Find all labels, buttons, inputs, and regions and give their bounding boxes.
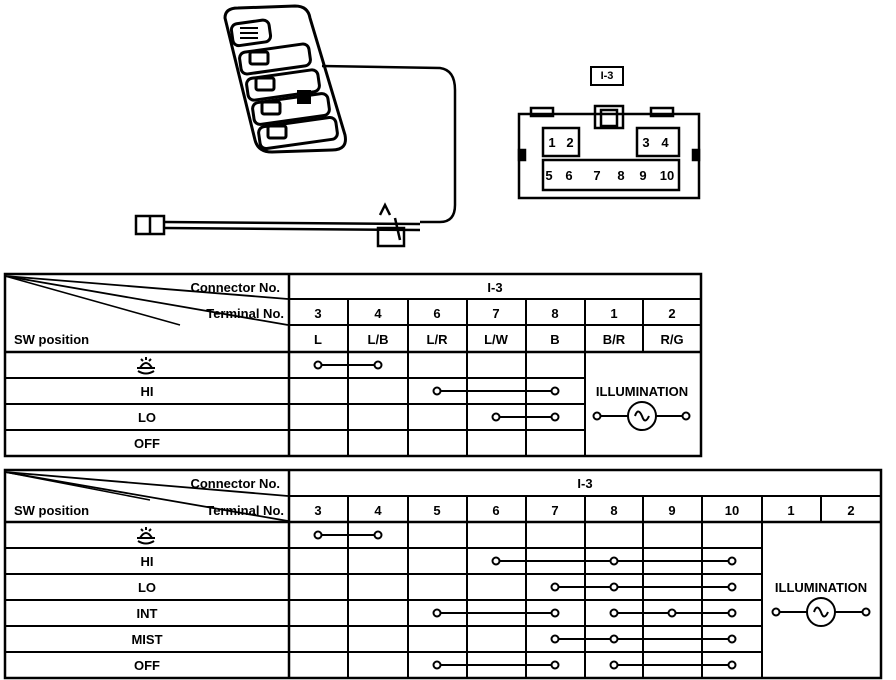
contact-point: [432, 660, 442, 670]
contact-point: [550, 660, 560, 670]
contact-point: [727, 660, 737, 670]
terminal-header: 2: [847, 503, 854, 518]
row-label-mist: MIST: [131, 632, 162, 647]
pin-4: 4: [661, 135, 669, 150]
illumination-label: ILLUMINATION: [596, 384, 688, 399]
switch-table-2: Connector No. Terminal No. SW position I…: [3, 468, 883, 680]
terminal-header: 10: [725, 503, 739, 518]
switch-illustration: [134, 4, 457, 248]
washer-icon: [137, 357, 155, 375]
connector-pins: 1 2 3 4 5 6 7 8 9 10: [545, 135, 674, 183]
wire-color: R/G: [660, 332, 683, 347]
row-label-hi: HI: [141, 384, 154, 399]
contact-point: [550, 412, 560, 422]
contact-point: [609, 582, 619, 592]
wire-color: B: [550, 332, 559, 347]
terminal-header: 4: [374, 503, 382, 518]
contact-point: [727, 582, 737, 592]
wire-color: L/B: [368, 332, 389, 347]
switch-table-1: Connector No. Terminal No. SW position I…: [3, 272, 703, 458]
wire-color: L: [314, 332, 322, 347]
sw-position-label: SW position: [14, 332, 89, 347]
pin-10: 10: [660, 168, 674, 183]
terminal-header: 1: [787, 503, 794, 518]
contact-point: [432, 608, 442, 618]
terminal-header: 5: [433, 503, 440, 518]
contact-point: [550, 634, 560, 644]
contact-point: [609, 608, 619, 618]
contact-point: [550, 582, 560, 592]
wire-color: L/R: [427, 332, 449, 347]
terminal-header: 1: [610, 306, 617, 321]
contact-point: [432, 386, 442, 396]
contact-point: [550, 386, 560, 396]
terminal-no-label: Terminal No.: [206, 306, 284, 321]
row-label-off: OFF: [134, 436, 160, 451]
connector-no-label: Connector No.: [190, 476, 280, 491]
terminal-no-label: Terminal No.: [206, 503, 284, 518]
connector-label-box: I-3: [590, 66, 624, 86]
contact-point: [727, 556, 737, 566]
contact-point: [727, 634, 737, 644]
terminal-header: 6: [433, 306, 440, 321]
pin-1: 1: [548, 135, 555, 150]
contact-point: [373, 360, 383, 370]
contact-point: [609, 556, 619, 566]
pin-2: 2: [566, 135, 573, 150]
terminal-header: 8: [551, 306, 558, 321]
sw-position-label: SW position: [14, 503, 89, 518]
wiring-harness: [134, 64, 457, 248]
terminal-header: 8: [610, 503, 617, 518]
pin-5: 5: [545, 168, 552, 183]
connector-value: I-3: [487, 280, 502, 295]
washer-icon: [137, 527, 155, 545]
terminal-header: 7: [551, 503, 558, 518]
terminal-header: 9: [668, 503, 675, 518]
indicator-dot: [297, 90, 311, 104]
contact-point: [550, 608, 560, 618]
pin-3: 3: [642, 135, 649, 150]
connector-value: I-3: [577, 476, 592, 491]
contact-point: [667, 608, 677, 618]
row-label-hi: HI: [141, 554, 154, 569]
contact-point: [609, 660, 619, 670]
connector-label: I-3: [600, 70, 614, 82]
contact-point: [727, 608, 737, 618]
combination-switch: [223, 4, 347, 154]
contact-point: [491, 556, 501, 566]
terminal-header: 2: [668, 306, 675, 321]
terminal-header: 4: [374, 306, 382, 321]
illumination-label: ILLUMINATION: [775, 580, 867, 595]
pin-8: 8: [617, 168, 624, 183]
pin-9: 9: [639, 168, 646, 183]
row-label-off: OFF: [134, 658, 160, 673]
terminal-header: 7: [492, 306, 499, 321]
row-label-int: INT: [137, 606, 158, 621]
pin-7: 7: [593, 168, 600, 183]
lamp-icon: [592, 401, 691, 431]
wire-color: B/R: [603, 332, 626, 347]
contact-point: [373, 530, 383, 540]
terminal-header: 6: [492, 503, 499, 518]
connector-diagram: 1 2 3 4 5 6 7 8 9 10: [517, 104, 701, 200]
terminal-header: 3: [314, 503, 321, 518]
terminal-header: 3: [314, 306, 321, 321]
wire-color: L/W: [484, 332, 509, 347]
contact-point: [313, 530, 323, 540]
contact-point: [491, 412, 501, 422]
pin-6: 6: [565, 168, 572, 183]
contact-point: [313, 360, 323, 370]
lamp-icon: [771, 597, 871, 627]
contact-point: [609, 634, 619, 644]
connector-no-label: Connector No.: [190, 280, 280, 295]
row-label-lo: LO: [138, 410, 156, 425]
row-label-lo: LO: [138, 580, 156, 595]
